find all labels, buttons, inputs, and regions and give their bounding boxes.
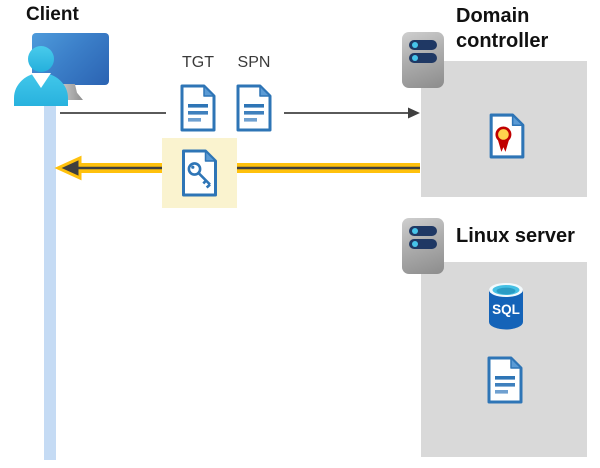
client-lifeline — [44, 97, 56, 460]
request-arrowhead-icon — [408, 107, 420, 119]
linux-server-icon — [402, 218, 444, 274]
spn-document-icon — [236, 84, 272, 132]
server-drive-bar — [409, 226, 437, 236]
server-drive-bar — [409, 40, 437, 50]
sql-text: SQL — [492, 302, 520, 317]
certificate-icon — [489, 113, 525, 159]
request-arrow — [60, 107, 420, 119]
server-drive-bar — [409, 239, 437, 249]
key-glyph — [187, 162, 211, 189]
spn-label: SPN — [237, 54, 271, 71]
user-body-icon — [14, 73, 68, 106]
user-icon — [28, 46, 54, 72]
key-document-icon — [182, 149, 217, 197]
client-label: Client — [26, 4, 79, 25]
tgt-label: TGT — [182, 54, 214, 71]
keytab-document-icon — [487, 356, 523, 404]
sql-database-icon: SQL — [489, 283, 523, 330]
domain-controller-label: Domain controller — [456, 5, 549, 52]
domain-controller-server-icon — [402, 32, 444, 88]
certificate-ribbon — [497, 139, 510, 152]
tgt-document-icon — [180, 84, 216, 132]
certificate-seal — [495, 126, 512, 143]
linux-server-label: Linux server — [456, 225, 575, 247]
response-arrow — [54, 155, 420, 181]
server-drive-bar — [409, 53, 437, 63]
